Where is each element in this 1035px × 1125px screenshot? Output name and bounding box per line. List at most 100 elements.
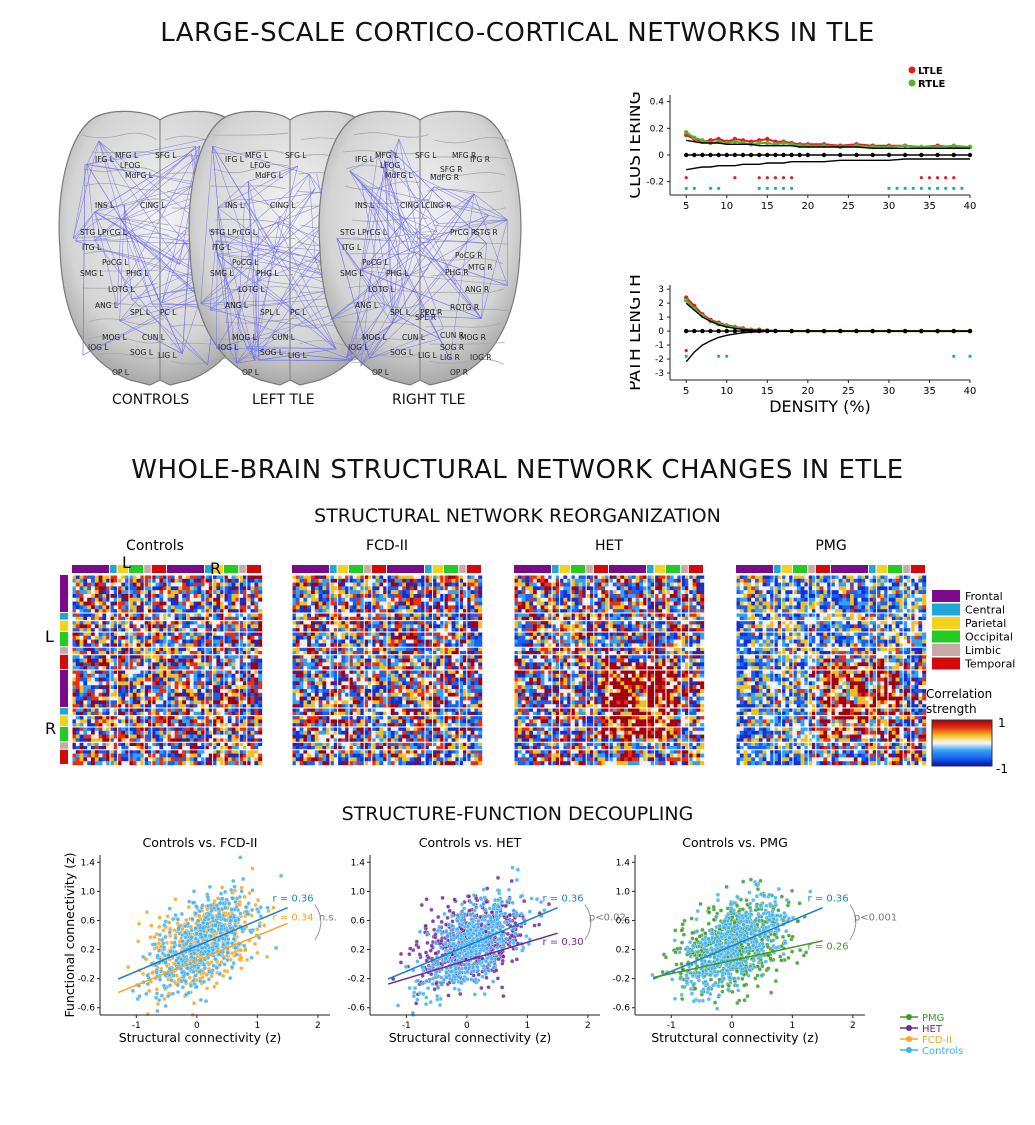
matrix-cell	[466, 643, 471, 648]
matrix-cell	[227, 666, 232, 671]
matrix-cell	[478, 662, 483, 667]
matrix-cell	[466, 586, 471, 591]
matrix-cell	[189, 594, 194, 598]
matrix-cell	[428, 616, 433, 621]
matrix-cell	[163, 586, 168, 591]
matrix-cell	[163, 620, 168, 625]
matrix-cell	[292, 643, 296, 648]
matrix-cell	[113, 696, 118, 701]
matrix-cell	[322, 635, 327, 640]
matrix-cell	[243, 628, 247, 633]
matrix-cell	[91, 586, 95, 591]
matrix-cell	[330, 632, 334, 636]
matrix-cell	[117, 609, 122, 614]
matrix-cell	[254, 594, 259, 598]
matrix-cell	[174, 620, 179, 625]
network-edge	[217, 207, 237, 363]
matrix-cell	[178, 723, 183, 728]
significance-marker	[781, 186, 786, 190]
matrix-cell	[360, 673, 365, 678]
matrix-cell	[159, 700, 164, 705]
matrix-cell	[314, 677, 319, 682]
matrix-cell	[379, 624, 384, 629]
subsection-title-decoupling: STRUCTURE-FUNCTION DECOUPLING	[341, 803, 694, 825]
x-tick-label: 15	[761, 386, 774, 397]
matrix-cell	[197, 689, 202, 693]
matrix-cell	[333, 692, 338, 697]
matrix-cell	[151, 727, 156, 731]
matrix-cell	[402, 632, 407, 636]
matrix-cell	[125, 730, 130, 735]
matrix-cell	[451, 647, 456, 652]
region-label: MFG L	[245, 151, 269, 160]
matrix-cell	[189, 685, 194, 690]
matrix-cell	[466, 616, 471, 621]
significance-marker	[765, 176, 769, 180]
matrix-cell	[402, 643, 407, 648]
matrix-cell	[406, 639, 410, 644]
matrix-cell	[345, 696, 350, 701]
matrix-cell	[98, 723, 103, 728]
matrix-cell	[216, 746, 221, 750]
matrix-cell	[151, 575, 156, 579]
matrix-cell	[132, 632, 137, 636]
matrix-cell	[227, 670, 232, 674]
matrix-cell	[352, 586, 357, 591]
matrix-cell	[243, 632, 247, 636]
matrix-cell	[299, 613, 304, 617]
matrix-cell	[220, 616, 225, 621]
matrix-cell	[94, 628, 99, 633]
network-edge	[393, 225, 401, 314]
matrix-cell	[375, 666, 380, 671]
network-edge	[254, 230, 259, 361]
matrix-cell	[151, 704, 156, 709]
matrix-cell	[102, 635, 107, 640]
matrix-cell	[243, 575, 247, 579]
matrix-cell	[144, 761, 149, 766]
matrix-cell	[159, 727, 164, 731]
matrix-cell	[292, 685, 296, 690]
matrix-cell	[239, 654, 244, 659]
matrix-cell	[333, 670, 338, 674]
matrix-cell	[102, 708, 107, 712]
matrix-cell	[246, 749, 251, 754]
matrix-cell	[311, 662, 315, 667]
matrix-cell	[307, 673, 312, 678]
matrix-cell	[87, 575, 92, 579]
matrix-cell	[364, 685, 369, 690]
matrix-cell	[94, 757, 99, 762]
matrix-cell	[311, 689, 315, 693]
matrix-cell	[246, 620, 251, 625]
matrix-cell	[364, 590, 369, 595]
matrix-cell	[174, 742, 179, 747]
network-edge	[308, 174, 316, 189]
matrix-cell	[102, 575, 107, 579]
matrix-cell	[113, 624, 118, 629]
matrix-cell	[79, 757, 84, 762]
matrix-cell	[106, 613, 111, 617]
matrix-cell	[102, 651, 107, 655]
matrix-cell	[148, 730, 152, 735]
legend-marker-ltle	[908, 66, 916, 74]
matrix-cell	[417, 673, 422, 678]
matrix-cell	[447, 692, 452, 697]
group-bar-top	[466, 565, 481, 573]
matrix-cell	[421, 601, 426, 606]
matrix-cell	[398, 616, 403, 621]
matrix-cell	[406, 658, 410, 663]
matrix-cell	[220, 639, 225, 644]
matrix-cell	[75, 761, 80, 766]
matrix-cell	[451, 605, 456, 610]
matrix-cell	[140, 578, 145, 583]
matrix-cell	[394, 666, 399, 671]
matrix-cell	[186, 700, 190, 705]
matrix-cell	[402, 601, 407, 606]
matrix-cell	[470, 639, 475, 644]
matrix-cell	[349, 575, 353, 579]
matrix-cell	[227, 639, 232, 644]
matrix-cell	[243, 757, 247, 762]
matrix-cell	[250, 696, 255, 701]
matrix-cell	[292, 689, 296, 693]
matrix-cell	[314, 689, 319, 693]
matrix-cell	[314, 613, 319, 617]
